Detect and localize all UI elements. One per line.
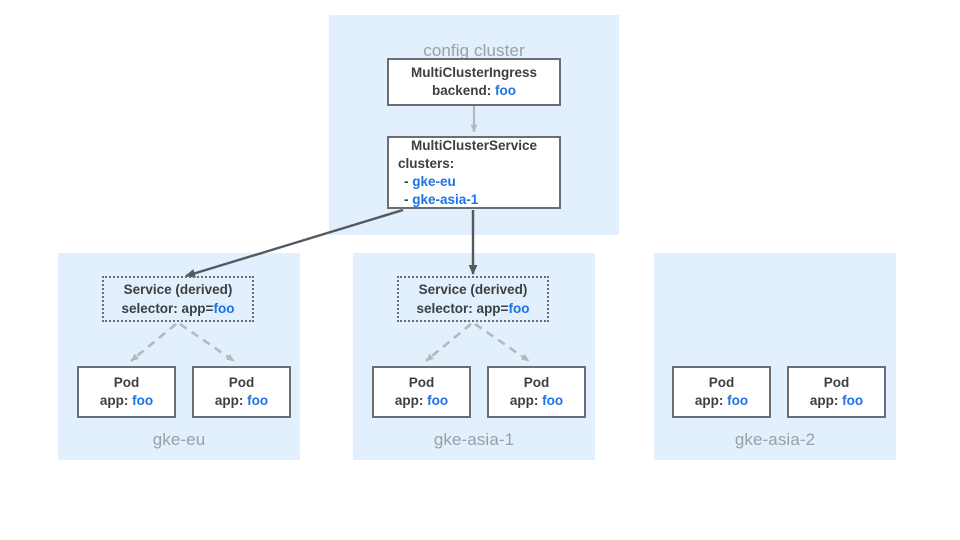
pod-title: Pod — [113, 375, 140, 390]
pod-app-label: app: — [99, 393, 129, 408]
cluster-label-gke-asia-1: gke-asia-1 — [433, 430, 515, 449]
pod-title: Pod — [708, 375, 735, 390]
selector-value: foo — [213, 301, 235, 316]
cluster-panel-gke-asia-2: gke-asia-2 — [654, 253, 896, 460]
node-derived-service-gke-eu[interactable]: Service (derived) selector: app=foo — [102, 276, 254, 322]
selector-value: foo — [508, 301, 530, 316]
multiclusterservice-cluster-item: - gke-eu — [389, 173, 559, 191]
cluster-label-config: config cluster — [423, 41, 525, 60]
pod-app-label: app: — [394, 393, 424, 408]
cluster-label-gke-eu: gke-eu — [152, 430, 206, 449]
pod-title: Pod — [228, 375, 255, 390]
node-pod[interactable]: Pod app: foo — [372, 366, 471, 418]
cluster-panel-gke-eu: gke-eu — [58, 253, 300, 460]
pod-app-line: app: foo — [695, 392, 748, 410]
pod-app-line: app: foo — [510, 392, 563, 410]
derived-service-title: Service (derived) — [123, 282, 233, 297]
pod-app-line: app: foo — [215, 392, 268, 410]
pod-app-line: app: foo — [100, 392, 153, 410]
multiclusteringress-backend: backend: foo — [432, 82, 516, 100]
derived-service-title: Service (derived) — [418, 282, 528, 297]
multiclusterservice-cluster-item: - gke-asia-1 — [389, 191, 559, 209]
pod-title: Pod — [408, 375, 435, 390]
pod-app-value: foo — [542, 393, 564, 408]
node-pod[interactable]: Pod app: foo — [787, 366, 886, 418]
pod-app-label: app: — [509, 393, 539, 408]
node-pod[interactable]: Pod app: foo — [487, 366, 586, 418]
pod-app-value: foo — [427, 393, 449, 408]
list-bullet: - — [404, 173, 409, 189]
pod-app-label: app: — [694, 393, 724, 408]
node-multiclusterservice[interactable]: MultiClusterService clusters: - gke-eu -… — [387, 136, 561, 209]
cluster-panel-gke-asia-1: gke-asia-1 — [353, 253, 595, 460]
node-pod[interactable]: Pod app: foo — [192, 366, 291, 418]
multiclusterservice-title: MultiClusterService — [410, 137, 538, 153]
selector-label: selector: app= — [121, 301, 214, 316]
list-bullet: - — [404, 191, 409, 207]
cluster-ref-gke-asia-1: gke-asia-1 — [412, 191, 479, 207]
derived-service-selector: selector: app=foo — [417, 299, 530, 318]
multiclusteringress-title: MultiClusterIngress — [410, 65, 538, 80]
pod-app-label: app: — [214, 393, 244, 408]
pod-title: Pod — [523, 375, 550, 390]
derived-service-selector: selector: app=foo — [122, 299, 235, 318]
cluster-ref-gke-eu: gke-eu — [412, 173, 456, 189]
pod-app-value: foo — [727, 393, 749, 408]
node-derived-service-gke-asia-1[interactable]: Service (derived) selector: app=foo — [397, 276, 549, 322]
node-pod[interactable]: Pod app: foo — [77, 366, 176, 418]
cluster-label-gke-asia-2: gke-asia-2 — [734, 430, 816, 449]
pod-title: Pod — [823, 375, 850, 390]
selector-label: selector: app= — [416, 301, 509, 316]
node-pod[interactable]: Pod app: foo — [672, 366, 771, 418]
pod-app-line: app: foo — [810, 392, 863, 410]
backend-label: backend: — [431, 83, 492, 98]
pod-app-value: foo — [842, 393, 864, 408]
pod-app-value: foo — [247, 393, 269, 408]
pod-app-line: app: foo — [395, 392, 448, 410]
node-multiclusteringress[interactable]: MultiClusterIngress backend: foo — [387, 58, 561, 106]
backend-value: foo — [495, 83, 517, 98]
multiclusterservice-clusters-label: clusters: — [398, 155, 455, 171]
pod-app-label: app: — [809, 393, 839, 408]
pod-app-value: foo — [132, 393, 154, 408]
